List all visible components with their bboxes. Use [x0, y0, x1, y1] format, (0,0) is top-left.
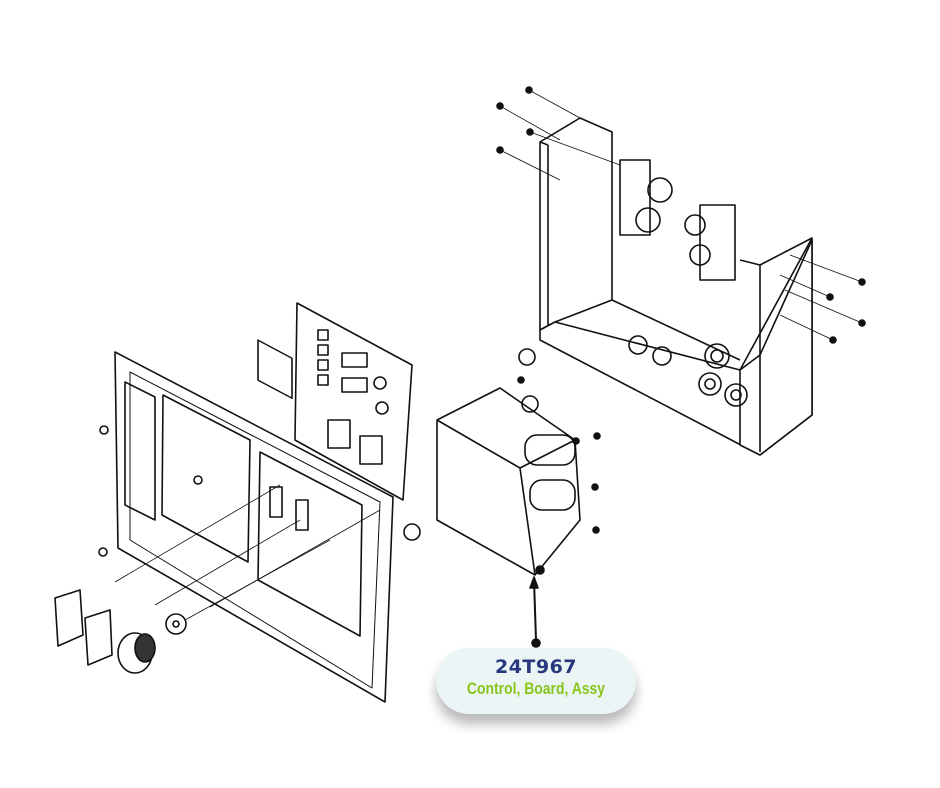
- screws: [496, 86, 866, 344]
- part-callout: 24T967 Control, Board, Assy: [436, 648, 636, 714]
- knob: [117, 523, 421, 674]
- board-screws: [517, 376, 601, 534]
- control-board-assembly: [436, 348, 581, 576]
- rocker-switches: [54, 589, 113, 666]
- part-number: 24T967: [494, 656, 578, 678]
- membrane-panel: [257, 302, 413, 501]
- part-description: Control, Board, Assy: [466, 679, 606, 698]
- rear-enclosure: [539, 117, 813, 456]
- leader-arrow: [529, 576, 541, 648]
- front-panel: [98, 351, 394, 703]
